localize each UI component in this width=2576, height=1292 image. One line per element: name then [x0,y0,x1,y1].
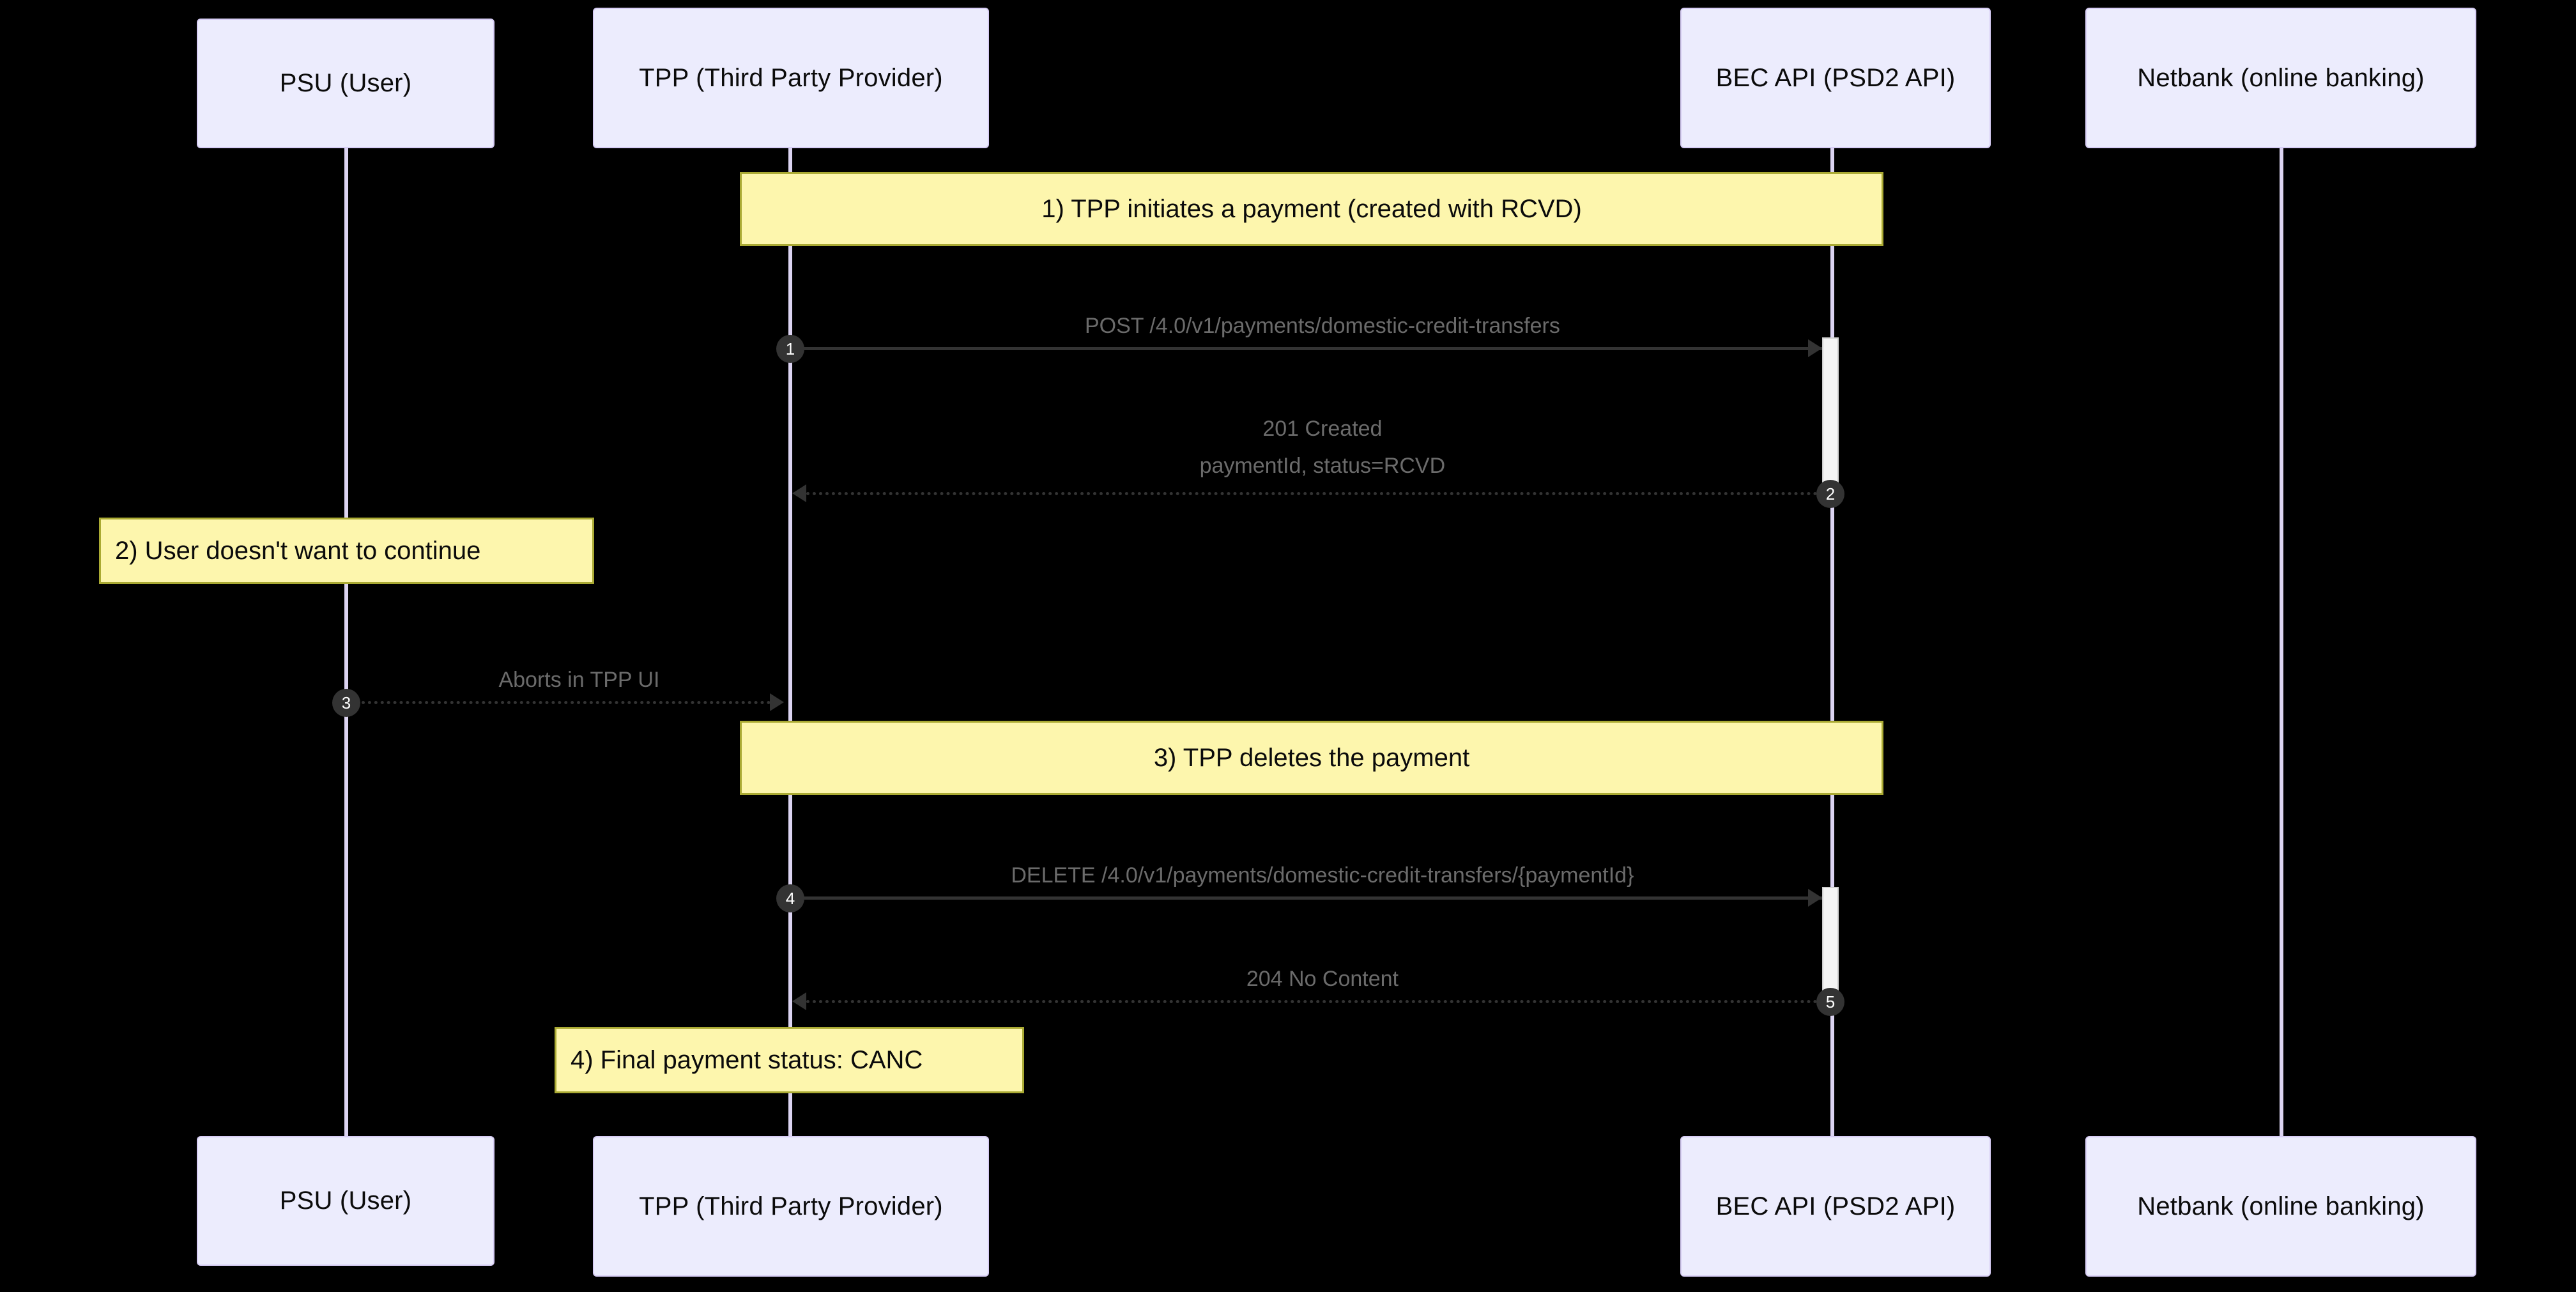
lifeline-tpp [788,148,792,1136]
note-final-payment-status: 4) Final payment status: CANC [555,1027,1024,1093]
note-tpp-initiates-payment: 1) TPP initiates a payment (created with… [740,172,1883,246]
participant-label-becapi-bottom: BEC API (PSD2 API) [1715,1192,1956,1220]
sequence-badge-5: 5 [1816,988,1844,1016]
participant-box-tpp-top[interactable]: TPP (Third Party Provider) [593,8,989,148]
sequence-badge-1: 1 [776,335,804,363]
message-line-2 [806,492,1830,495]
message-arrowhead-2 [792,484,806,502]
message-line-1 [790,347,1822,350]
note-text-3: 3) TPP deletes the payment [1153,743,1470,772]
participant-box-becapi-bottom[interactable]: BEC API (PSD2 API) [1680,1136,1991,1277]
participant-box-becapi-top[interactable]: BEC API (PSD2 API) [1680,8,1991,148]
participant-box-tpp-bottom[interactable]: TPP (Third Party Provider) [593,1136,989,1277]
message-label-5: 204 No Content [1246,966,1399,991]
participant-box-netbank-top[interactable]: Netbank (online banking) [2085,8,2476,148]
participant-box-psu-bottom[interactable]: PSU (User) [197,1136,494,1266]
message-arrowhead-3 [770,693,784,711]
message-label-1: POST /4.0/v1/payments/domestic-credit-tr… [1084,313,1560,338]
sequence-badge-2: 2 [1816,480,1844,508]
message-line-3 [362,701,777,704]
message-line-4 [790,896,1822,900]
message-label-4: DELETE /4.0/v1/payments/domestic-credit-… [1011,863,1634,888]
participant-label-psu-top: PSU (User) [279,69,412,97]
activation-bar-becapi-1 [1822,337,1839,500]
message-line-5 [806,1000,1830,1003]
message-arrowhead-4 [1808,889,1822,907]
lifeline-netbank [2280,148,2283,1136]
activation-bar-becapi-2 [1822,887,1839,1008]
lifeline-psu [344,148,348,1136]
note-text-2: 2) User doesn't want to continue [115,536,481,565]
note-text-4: 4) Final payment status: CANC [571,1045,923,1074]
note-text-1: 1) TPP initiates a payment (created with… [1041,194,1582,223]
participant-box-psu-top[interactable]: PSU (User) [197,19,494,148]
message-arrowhead-5 [792,992,806,1010]
message-label-2-line1: 201 Created [1262,416,1383,441]
sequence-badge-3: 3 [332,689,360,717]
message-label-3: Aborts in TPP UI [498,667,660,692]
sequence-badge-4: 4 [776,884,804,912]
note-tpp-deletes-payment: 3) TPP deletes the payment [740,721,1883,795]
participant-label-psu-bottom: PSU (User) [279,1187,412,1215]
message-arrowhead-1 [1808,339,1822,357]
participant-label-netbank-bottom: Netbank (online banking) [2137,1192,2425,1220]
participant-label-tpp-top: TPP (Third Party Provider) [639,63,943,92]
participant-label-becapi-top: BEC API (PSD2 API) [1715,63,1956,92]
participant-label-tpp-bottom: TPP (Third Party Provider) [639,1192,943,1220]
lifeline-becapi [1830,148,1834,1136]
message-label-2-line2: paymentId, status=RCVD [1199,453,1446,478]
participant-label-netbank-top: Netbank (online banking) [2137,63,2425,92]
participant-box-netbank-bottom[interactable]: Netbank (online banking) [2085,1136,2476,1277]
note-user-doesnt-want-to-continue: 2) User doesn't want to continue [99,518,594,584]
